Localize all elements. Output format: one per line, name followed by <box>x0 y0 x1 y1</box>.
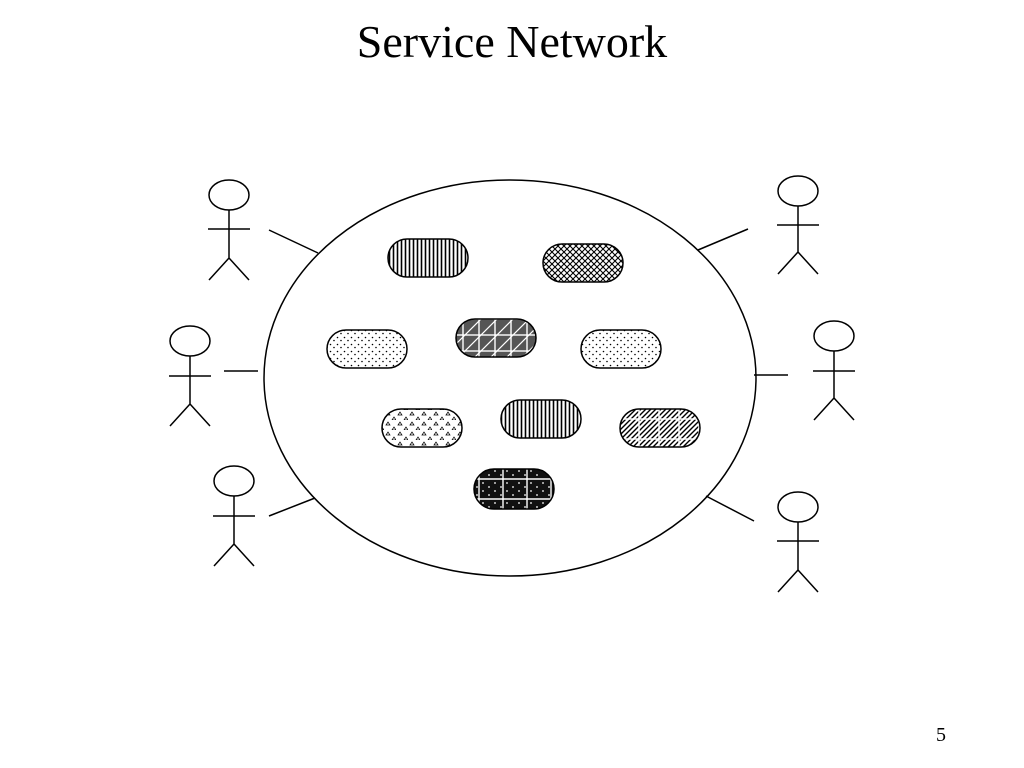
connection-line <box>697 228 749 251</box>
network-boundary <box>263 179 757 577</box>
service-capsule-vertical-lines-center <box>500 399 582 439</box>
service-capsule-dots-left <box>326 329 408 369</box>
page-number: 5 <box>936 724 946 746</box>
service-capsule-dark-grid <box>473 468 555 510</box>
actor-middle-right <box>813 320 855 421</box>
service-capsule-triangles <box>381 408 463 448</box>
service-capsule-vertical-lines <box>387 238 469 278</box>
connection-line <box>705 495 755 522</box>
actor-top-left <box>208 179 250 281</box>
service-capsule-diagonal-lines <box>619 408 701 448</box>
connection-line <box>268 497 316 517</box>
actor-bottom-right <box>777 491 819 593</box>
service-capsule-cross-hatch <box>542 243 624 283</box>
connection-line <box>268 229 319 254</box>
service-capsule-woven <box>455 318 537 358</box>
actor-middle-left <box>169 325 211 427</box>
actor-top-right <box>777 175 819 275</box>
actor-bottom-left <box>213 465 255 567</box>
slide-title: Service Network <box>356 16 668 67</box>
service-capsule-dots-right <box>580 329 662 369</box>
